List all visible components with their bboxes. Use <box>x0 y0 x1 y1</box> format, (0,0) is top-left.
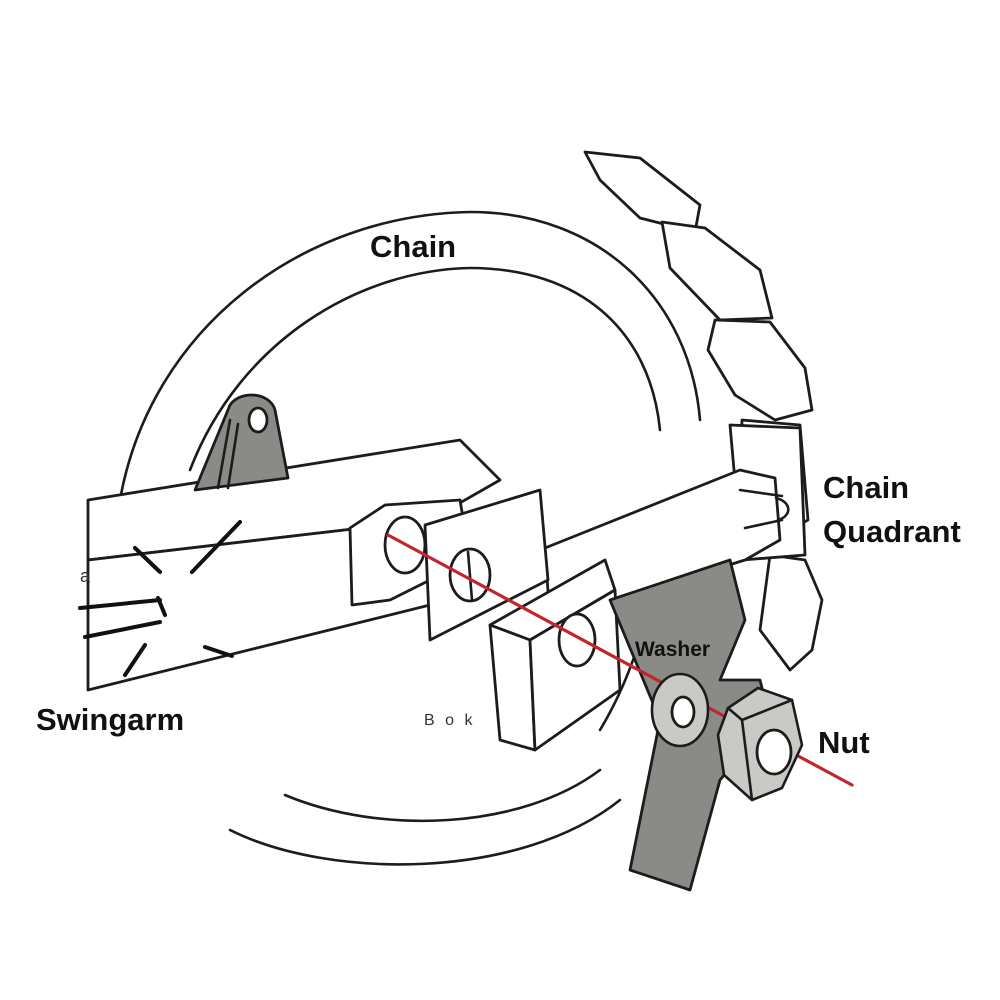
chain-quadrant-label-line1: Chain <box>823 470 909 505</box>
adjuster-plates <box>348 488 622 752</box>
swingarm-label: Swingarm <box>36 702 184 737</box>
washer <box>650 672 710 748</box>
chain-label: Chain <box>370 229 456 264</box>
impact-marks <box>78 520 242 677</box>
nut-label: Nut <box>818 725 870 760</box>
hex-nut <box>716 686 804 802</box>
washer-label: Washer <box>635 638 710 661</box>
marking-a: a <box>80 566 91 586</box>
chain-quadrant-label-line2: Quadrant <box>823 514 961 549</box>
marking-bok: B o k <box>424 712 475 729</box>
